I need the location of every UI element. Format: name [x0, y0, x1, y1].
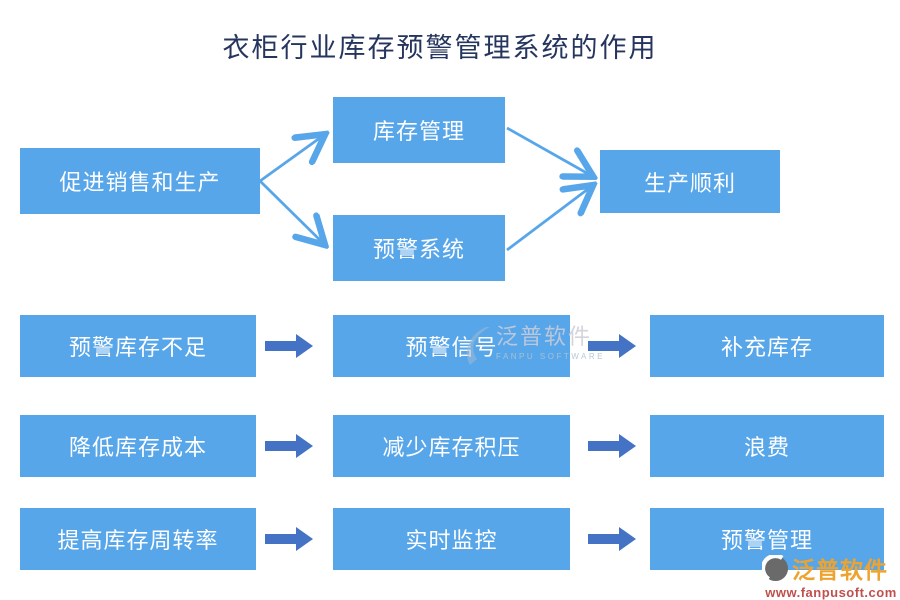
footer-brand: 泛普软件 www.fanpusoft.com [762, 551, 900, 600]
brand-logo-icon [762, 554, 789, 581]
process-box-reduce-backlog: 减少库存积压 [333, 415, 570, 477]
process-box-waste: 浪费 [650, 415, 884, 477]
process-box-label: 提高库存周转率 [57, 528, 219, 553]
process-box-realtime-monitoring: 实时监控 [333, 508, 570, 570]
right-arrow-icon [265, 334, 313, 358]
process-box-label: 预警库存不足 [68, 335, 207, 360]
process-box-reduce-inventory-cost: 降低库存成本 [20, 415, 256, 477]
right-arrow-icon [588, 527, 636, 551]
process-box-warn-low-stock: 预警库存不足 [20, 315, 256, 377]
process-box-label: 实时监控 [405, 528, 498, 553]
flow-box-label: 预警系统 [372, 237, 465, 262]
right-arrow-icon [265, 434, 313, 458]
brand-website: www.fanpusoft.com [765, 585, 897, 600]
brand-name: 泛普软件 [792, 558, 888, 583]
process-box-label: 减少库存积压 [382, 435, 521, 460]
right-arrow-icon [588, 434, 636, 458]
flow-box-label: 库存管理 [372, 119, 465, 144]
flow-box-warning-system: 预警系统 [333, 215, 505, 281]
process-box-label: 浪费 [743, 435, 790, 460]
flow-box-label: 促进销售和生产 [59, 170, 221, 195]
process-box-warning-signal: 预警信号 [333, 315, 570, 377]
flow-box-promote-sales-production: 促进销售和生产 [20, 148, 260, 214]
footer-brand-row: 泛普软件 [762, 551, 900, 585]
process-box-replenish-stock: 补充库存 [650, 315, 884, 377]
process-box-label: 预警管理 [720, 528, 813, 553]
page-title: 衣柜行业库存预警管理系统的作用 [222, 33, 658, 63]
right-arrow-icon [588, 334, 636, 358]
flow-box-inventory-management: 库存管理 [333, 97, 505, 163]
process-box-label: 降低库存成本 [68, 435, 207, 460]
right-arrow-icon [265, 527, 313, 551]
process-box-improve-turnover: 提高库存周转率 [20, 508, 256, 570]
process-box-label: 预警信号 [405, 335, 498, 360]
flow-box-label: 生产顺利 [643, 170, 736, 196]
flow-box-smooth-production: 生产顺利 [600, 150, 780, 213]
process-box-label: 补充库存 [720, 335, 813, 360]
